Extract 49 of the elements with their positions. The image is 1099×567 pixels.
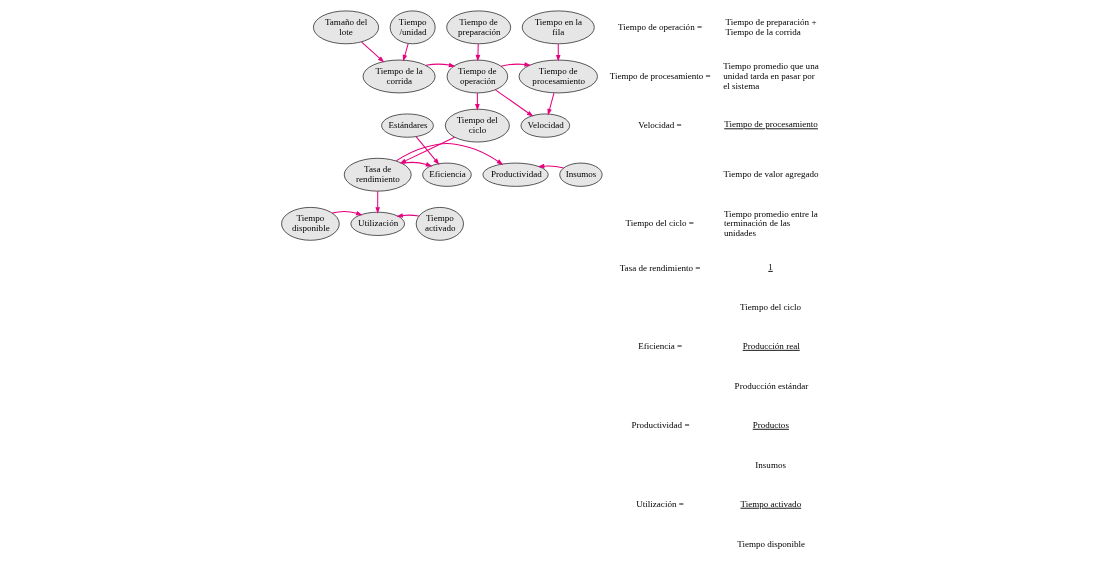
label: Tiempo de valor agregado [723, 169, 818, 180]
label: Tiempo del ciclo [739, 302, 801, 313]
arrow [374, 190, 380, 214]
label: Insumos [754, 459, 786, 470]
label: Utilización = [635, 499, 684, 510]
arrow [395, 213, 419, 218]
label: Tiempo de procesamiento [723, 119, 818, 130]
arrow [401, 161, 432, 167]
label: Producción estándar [734, 380, 808, 391]
arrow [474, 92, 480, 111]
label: Velocidad = [637, 120, 682, 130]
label: Tiempo de procesamiento = [609, 70, 711, 81]
label: Tiempo disponible [736, 538, 805, 549]
label: Eficiencia = [637, 341, 682, 352]
node-ellipse: Tiempo activado [415, 207, 464, 241]
label: Tiempo promedio que una unidad tarda en pasar por el sistema [722, 61, 819, 91]
label: Productividad = [630, 420, 690, 431]
node-ellipse: Insumos [558, 162, 602, 187]
node-ellipse: Tiempo de preparación [445, 10, 511, 45]
arrow [494, 89, 533, 117]
label: Tasa de rendimiento = [619, 262, 700, 273]
label: Tiempo activado [739, 498, 801, 509]
arrow [360, 41, 384, 63]
arrow [331, 210, 363, 216]
arrow [555, 43, 561, 62]
node-ellipse: Velocidad [520, 113, 570, 138]
label: Tiempo de preparación + Tiempo de la corrida [725, 16, 816, 37]
node-ellipse: Estándares [380, 113, 434, 138]
node-ellipse: Tamaño del lote [312, 10, 379, 45]
arrow [395, 143, 503, 165]
node-ellipse: Tiempo del ciclo [444, 108, 510, 143]
label: Productos [752, 419, 789, 430]
label: Tiempo promedio entre la terminación de las unidades [723, 208, 818, 238]
label: Tiempo del ciclo = [625, 218, 694, 229]
arrow [546, 92, 554, 116]
node-ellipse: Tiempo disponible [280, 207, 340, 241]
label: Tiempo de operación = [617, 21, 702, 32]
node-ellipse: Tiempo de la corrida [362, 59, 435, 94]
arrow [424, 62, 455, 68]
arrow [415, 136, 439, 165]
arrow [402, 43, 409, 62]
arrow [500, 62, 531, 67]
node-ellipse: Tiempo en la fila [521, 10, 595, 45]
label: 1 [767, 261, 773, 272]
label: Producción real [742, 340, 800, 351]
node-ellipse: Tiempo /unidad [389, 10, 435, 45]
arrow [537, 163, 564, 169]
arrow [399, 136, 455, 164]
arrow [475, 43, 480, 62]
